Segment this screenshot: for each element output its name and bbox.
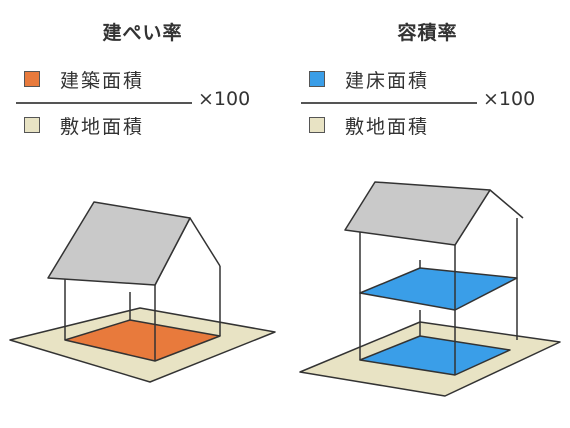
second-floor-area [359, 267, 518, 311]
site-area-label: 敷地面積 [345, 115, 430, 138]
fraction-bar [301, 102, 477, 104]
formula-numerator: 建床面積 [309, 66, 429, 92]
floor-area-ratio-panel: 容積率 建床面積 敷地面積 ×100 [285, 0, 570, 428]
building-area-label: 建築面積 [60, 69, 145, 92]
site-area-swatch [24, 117, 40, 133]
formula-numerator: 建築面積 [24, 66, 144, 92]
building-area-swatch [24, 71, 40, 87]
first-floor-area [359, 335, 511, 376]
multiplier-text: ×100 [483, 88, 536, 110]
floor-area-ratio-title: 容積率 [397, 22, 458, 44]
site-area-label: 敷地面積 [60, 115, 145, 138]
site-area-swatch [309, 117, 325, 133]
formula-denominator: 敷地面積 [309, 112, 429, 138]
floor-area-label: 建床面積 [345, 69, 430, 92]
multiplier-text: ×100 [198, 88, 251, 110]
floor-area-swatch [309, 71, 325, 87]
roof [47, 201, 191, 286]
fraction-bar [16, 102, 192, 104]
building-coverage-title: 建ぺい率 [102, 22, 183, 44]
roof [344, 181, 491, 246]
formula-denominator: 敷地面積 [24, 112, 144, 138]
house-illustration-single-story [9, 201, 276, 383]
building-coverage-formula: 建築面積 敷地面積 ×100 [0, 60, 285, 150]
house-illustration-two-story [299, 181, 561, 397]
floor-area-ratio-formula: 建床面積 敷地面積 ×100 [285, 60, 570, 150]
building-coverage-panel: 建ぺい率 建築面積 敷地面積 ×100 [0, 22, 285, 383]
